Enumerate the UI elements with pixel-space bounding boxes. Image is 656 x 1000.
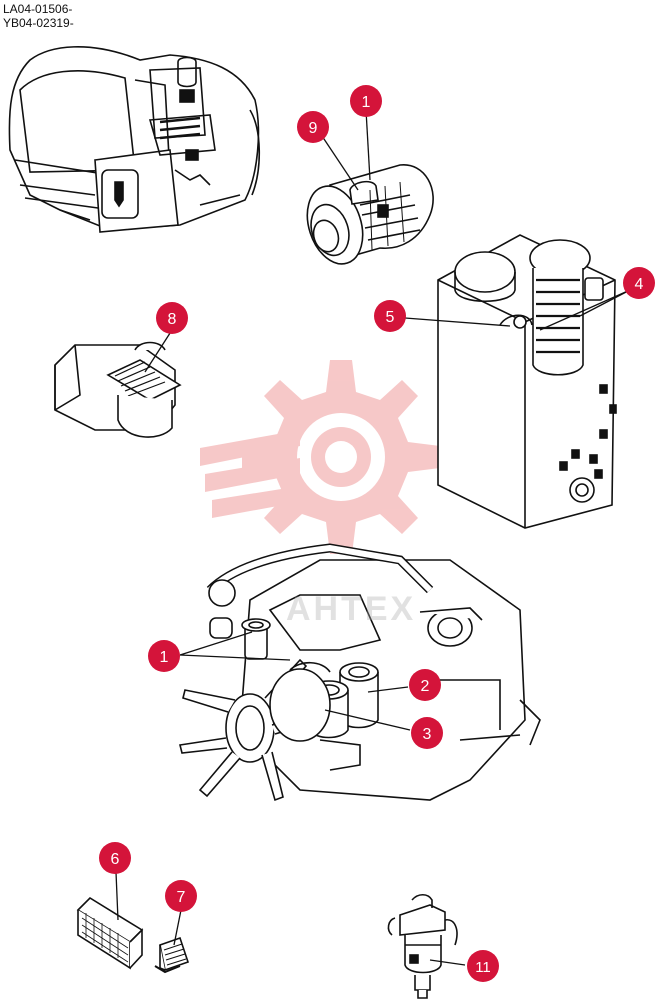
callout-7: 7 [165, 880, 197, 912]
callout-4-label: 4 [635, 276, 644, 293]
callout-3-circle [411, 717, 443, 749]
machine-canopy-drawing [8, 46, 261, 233]
callout-1-engine-label: 1 [160, 649, 169, 666]
callout-5-circle [374, 300, 406, 332]
callout-7-label: 7 [177, 889, 186, 906]
callout-8-label: 8 [168, 311, 177, 328]
air-cleaner-drawing [306, 164, 434, 265]
callout-9-label: 9 [309, 120, 318, 137]
watermark-gear-logo [200, 360, 440, 554]
callout-1-engine: 1 [148, 640, 180, 672]
callout-1-top: 1 [350, 85, 382, 117]
callout-6: 6 [99, 842, 131, 874]
fuel-separator-11-drawing [387, 893, 458, 999]
engine-drawing [179, 543, 541, 802]
callout-11-circle [467, 950, 499, 982]
callout-11: 11 [467, 950, 499, 982]
callout-11-label: 11 [475, 959, 491, 976]
filter-element-7-drawing [154, 936, 190, 974]
callout-1-engine-circle [148, 640, 180, 672]
part-code-1: LA04-01506- [3, 2, 73, 16]
callout-1-top-label: 1 [362, 94, 371, 111]
callout-2-label: 2 [421, 678, 430, 695]
callout-3-label: 3 [423, 726, 432, 743]
callout-6-circle [99, 842, 131, 874]
callout-7-circle [165, 880, 197, 912]
callout-9-circle [297, 111, 329, 143]
part-codes: LA04-01506- YB04-02319- [3, 2, 74, 30]
callout-6-label: 6 [111, 851, 120, 868]
callout-9: 9 [297, 111, 329, 143]
filter-element-6-drawing [76, 896, 144, 970]
callout-3: 3 [411, 717, 443, 749]
part-code-2: YB04-02319- [3, 16, 74, 30]
callout-5: 5 [374, 300, 406, 332]
callout-4-circle [623, 267, 655, 299]
callout-2: 2 [409, 669, 441, 701]
callout-8: 8 [156, 302, 188, 334]
callout-5-label: 5 [386, 309, 395, 326]
callout-1-top-circle [350, 85, 382, 117]
cab-air-filter-drawing [54, 341, 182, 438]
callout-4: 4 [623, 267, 655, 299]
callout-2-circle [409, 669, 441, 701]
hydraulic-tank-drawing [437, 234, 617, 529]
callout-8-circle [156, 302, 188, 334]
leader-lines [115, 109, 631, 966]
watermark-text: AHTEX [286, 590, 417, 628]
